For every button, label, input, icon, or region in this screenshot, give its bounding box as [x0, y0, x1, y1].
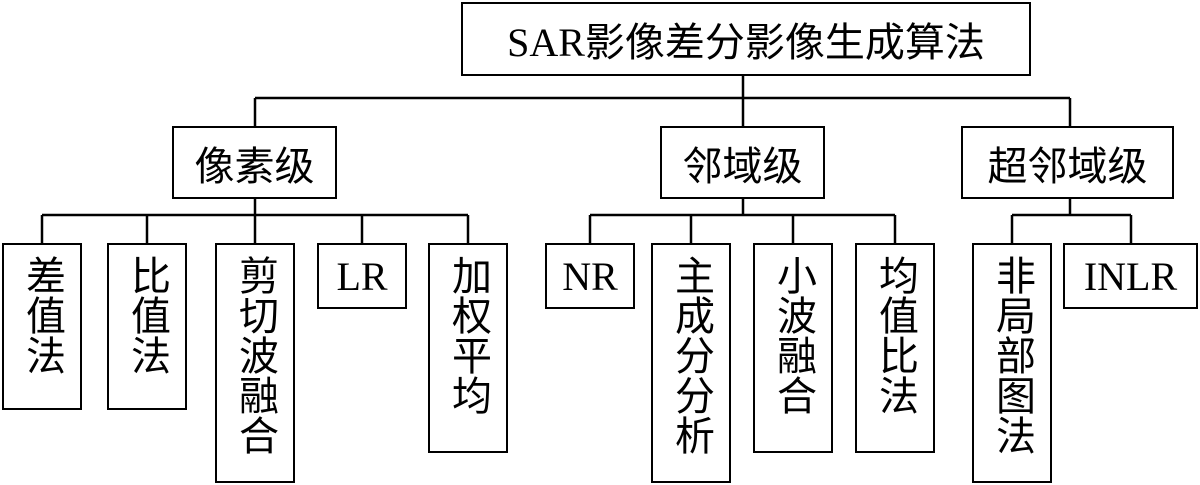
method-label: 均值比法	[873, 255, 918, 415]
super-neighborhood-level-label: 超邻域级	[987, 143, 1148, 189]
method-node-pca: 主成分分析	[651, 243, 731, 483]
method-node-difference: 差值法	[2, 243, 82, 410]
method-label: 比值法	[125, 255, 170, 375]
method-node-nr: NR	[545, 243, 635, 309]
super-neighborhood-level-node: 超邻域级	[961, 126, 1174, 199]
method-node-inlr: INLR	[1063, 243, 1198, 309]
method-label: 小波融合	[771, 255, 816, 415]
root-label: SAR影像差分影像生成算法	[507, 20, 985, 65]
method-node-mean-ratio: 均值比法	[855, 243, 935, 453]
method-label: NR	[562, 253, 618, 299]
pixel-level-node: 像素级	[172, 126, 337, 199]
root-node: SAR影像差分影像生成算法	[461, 2, 1031, 76]
method-label: 非局部图法	[990, 255, 1035, 455]
method-label: LR	[336, 253, 388, 299]
method-node-wavelet-fusion: 小波融合	[753, 243, 833, 453]
method-label: INLR	[1083, 253, 1178, 299]
method-node-ratio: 比值法	[107, 243, 187, 410]
method-label: 加权平均	[446, 255, 491, 415]
method-node-lr: LR	[317, 243, 407, 309]
method-label: 差值法	[20, 255, 65, 375]
pixel-level-label: 像素级	[194, 143, 315, 189]
method-label: 剪切波融合	[233, 255, 278, 455]
method-node-shearlet-fusion: 剪切波融合	[215, 243, 295, 483]
method-label: 主成分分析	[669, 255, 714, 455]
method-node-nonlocal-graph: 非局部图法	[972, 243, 1052, 483]
method-node-weighted-average: 加权平均	[428, 243, 508, 453]
neighborhood-level-node: 邻域级	[660, 126, 825, 199]
neighborhood-level-label: 邻域级	[682, 143, 803, 189]
